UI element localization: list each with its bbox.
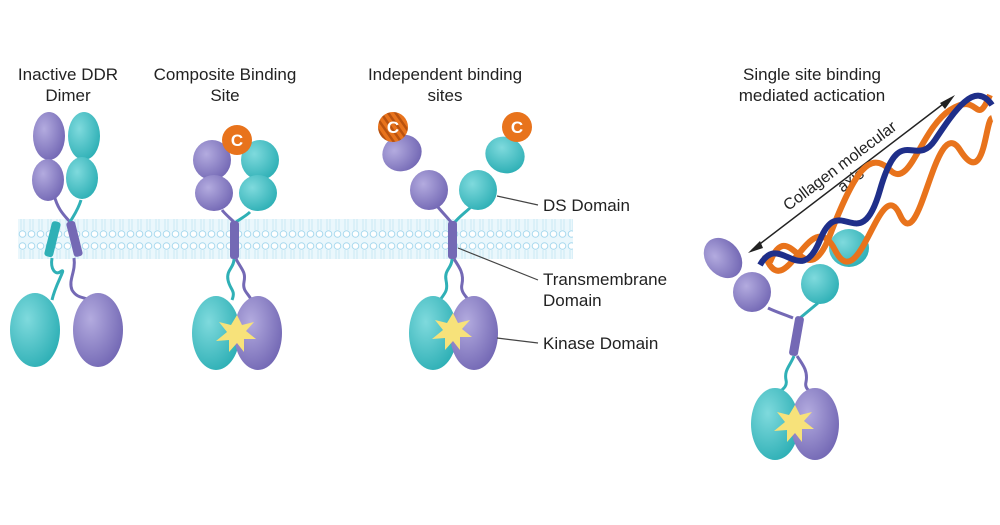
collagen-marker-left-label: C [387,118,399,137]
transmembrane-label-line1: Transmembrane [543,270,667,289]
transmembrane-helix [230,221,239,259]
teal-transmembrane-helix [44,221,61,258]
collagen-triple-helix [757,92,995,274]
ds-domain-leader [496,195,539,206]
teal-ds-domain [801,264,839,304]
panel-inactive-title-line2: Dimer [45,86,91,105]
teal-dsl-domain [241,140,279,180]
purple-kinase-domain [791,388,839,460]
purple-ds-domain [410,170,448,210]
purple-transmembrane-helix [66,220,83,257]
purple-kinase-domain [450,296,498,370]
teal-ds-domain [239,175,277,211]
transmembrane-helix [448,221,457,259]
panel-composite-binding: Composite Binding Site C [154,65,297,370]
activation-star-icon [216,315,256,352]
panel-independent-title-line1: Independent binding [368,65,522,84]
panel-single-site-binding: Single site binding mediated actication … [703,65,995,460]
panel-independent-binding: Independent binding sites C C [368,65,539,370]
transmembrane-leader [457,247,539,281]
activation-star-icon [774,405,814,442]
collagen-marker-right [502,112,532,142]
purple-dsl-domain [33,112,65,160]
purple-ds-domain [32,159,64,201]
teal-ds-domain [66,157,98,199]
collagen-marker-left [378,112,408,142]
cell-membrane [18,219,573,259]
domain-labels: DS Domain Transmembrane Domain Kinase Do… [543,196,667,353]
collagen-axis-arrow [748,95,955,253]
teal-dsl-domain [485,136,525,174]
purple-ds-domain [733,272,771,312]
purple-ds-domain [195,175,233,211]
panel-single-title-line2: mediated actication [739,86,885,105]
panel-inactive-title-line1: Inactive DDR [18,65,118,84]
teal-kinase-domain [10,293,60,367]
panel-single-title-line1: Single site binding [743,65,881,84]
transmembrane-helix [789,316,804,357]
panel-inactive-dimer: Inactive DDR Dimer [10,65,123,367]
teal-kinase-domain [409,296,457,370]
purple-dsl-domain [382,134,422,172]
panel-composite-title-line1: Composite Binding [154,65,297,84]
ds-domain-label: DS Domain [543,196,630,215]
arrowhead-icon [748,241,763,253]
teal-kinase-domain [192,296,240,370]
collagen-marker-right-label: C [511,118,523,137]
purple-dsl-domain [703,237,743,279]
collagen-marker-label: C [231,131,243,150]
panel-independent-title-line2: sites [428,86,463,105]
teal-dsl-domain [68,112,100,160]
teal-ds-domain [459,170,497,210]
purple-dsl-domain [193,140,231,180]
arrowhead-icon [940,95,955,109]
purple-kinase-domain [234,296,282,370]
panel-composite-title-line2: Site [210,86,239,105]
collagen-marker [222,125,252,155]
transmembrane-label-line2: Domain [543,291,602,310]
purple-kinase-domain [73,293,123,367]
activation-star-icon [432,313,472,350]
kinase-domain-leader [496,337,539,344]
kinase-domain-label: Kinase Domain [543,334,658,353]
